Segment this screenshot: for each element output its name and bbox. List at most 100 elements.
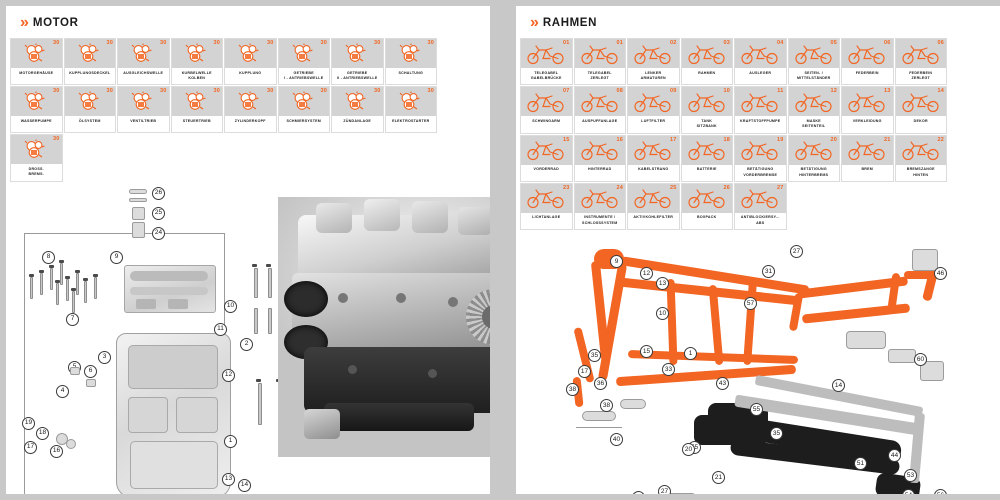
motorcycle-icon bbox=[688, 141, 725, 161]
callout-44: 44 bbox=[888, 449, 901, 463]
category-badge: 30 bbox=[52, 136, 60, 143]
category-thumbnail: 30 bbox=[64, 87, 115, 117]
category-label: VORDERRAD bbox=[533, 167, 559, 172]
category-thumbnail: 30 bbox=[332, 87, 383, 117]
category-badge: 09 bbox=[669, 88, 677, 95]
category-badge: 30 bbox=[213, 40, 220, 46]
category-label: STEUERTRIEB bbox=[182, 118, 211, 123]
category-label: SCHMIERSYSTEM bbox=[286, 118, 322, 123]
category-thumbnail: 04 bbox=[735, 39, 786, 68]
callout-43: 43 bbox=[716, 377, 729, 391]
category-label: WASSERPUMPE bbox=[20, 118, 52, 123]
callout-12: 12 bbox=[222, 368, 235, 382]
engine-icon bbox=[292, 91, 313, 110]
callout-33: 33 bbox=[662, 363, 675, 377]
category-badge: 14 bbox=[937, 88, 944, 95]
category-label: MASKE SEITENTEIL bbox=[802, 118, 826, 129]
category-badge: 30 bbox=[373, 40, 381, 46]
category-thumbnail: 30 bbox=[64, 39, 115, 68]
category-badge: 30 bbox=[52, 40, 60, 46]
category-thumbnail: 17 bbox=[628, 135, 679, 165]
category-label: LUFTFILTER bbox=[641, 118, 666, 123]
callout-13: 13 bbox=[656, 277, 669, 291]
category-thumbnail: 03 bbox=[681, 39, 732, 68]
category-badge: 06 bbox=[883, 40, 891, 46]
category-badge: 21 bbox=[883, 136, 891, 143]
category-label: KUPPLUNG bbox=[239, 70, 262, 75]
category-label: KABELSTRANG bbox=[638, 167, 669, 172]
category-label: BOXPACK bbox=[697, 215, 717, 220]
callout-17: 17 bbox=[578, 365, 591, 379]
category-badge: 30 bbox=[320, 40, 327, 46]
callout-31: 31 bbox=[762, 265, 775, 279]
callout-14: 14 bbox=[832, 379, 845, 393]
category-badge: 11 bbox=[777, 88, 784, 95]
category-label: VENTILTRIEB bbox=[130, 118, 157, 123]
category-thumbnail: 19 bbox=[735, 135, 786, 165]
motorcycle-icon bbox=[688, 44, 725, 64]
category-badge: 30 bbox=[266, 88, 274, 95]
category-badge: 30 bbox=[106, 88, 113, 95]
motorcycle-icon bbox=[581, 44, 618, 64]
callout-10: 10 bbox=[224, 299, 237, 313]
motorcycle-icon bbox=[902, 44, 939, 64]
engine-icon bbox=[131, 43, 152, 62]
callout-35: 35 bbox=[588, 349, 601, 363]
category-label: TELEGABEL GABELBRÜCKE bbox=[530, 70, 562, 80]
category-thumbnail: 09 bbox=[628, 87, 679, 117]
callout-16: 16 bbox=[50, 444, 63, 458]
motorcycle-icon bbox=[741, 93, 778, 112]
category-thumbnail: 30 bbox=[385, 39, 436, 68]
callout-26: 26 bbox=[152, 186, 165, 200]
category-badge: 30 bbox=[320, 88, 327, 95]
category-label: FEDERBEIN ZERLEGT bbox=[909, 70, 933, 80]
